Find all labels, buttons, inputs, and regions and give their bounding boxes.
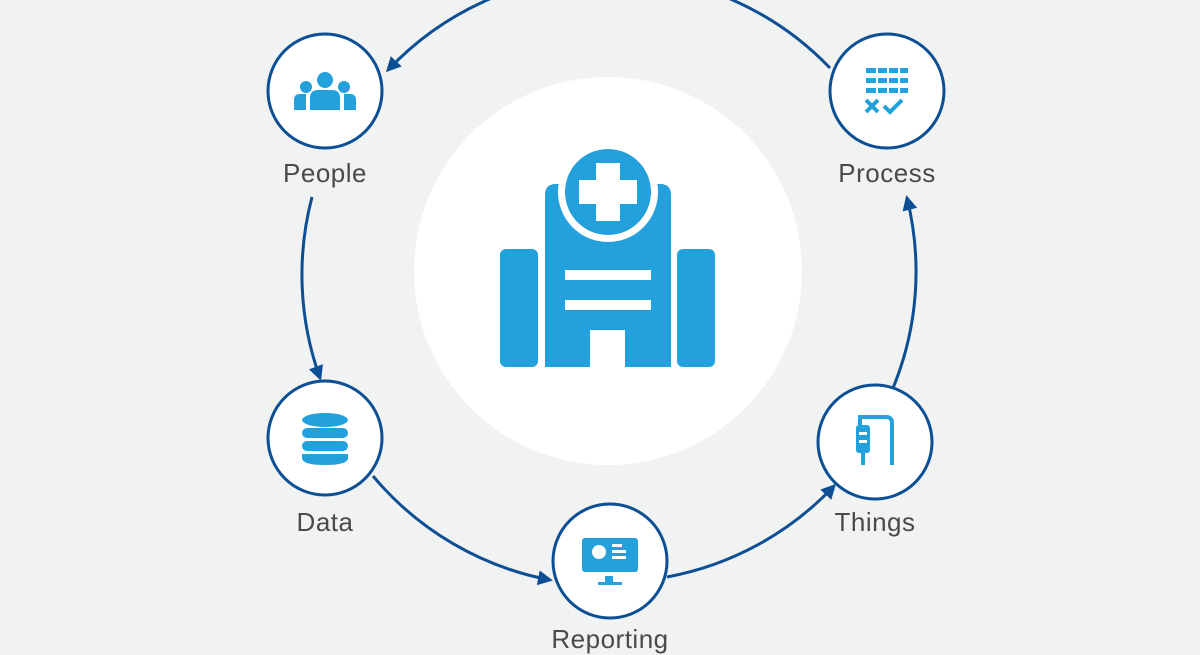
people-group-icon [294,72,356,110]
node-data[interactable] [266,379,384,497]
database-icon [302,413,348,465]
arrow-things-to-process [891,195,918,389]
iv-drip-icon [856,415,894,465]
label-reporting: Reporting [551,624,669,654]
node-reporting[interactable] [551,502,669,620]
arrow-people-to-data [300,196,323,381]
label-process: Process [838,158,936,188]
node-process[interactable] [828,32,946,150]
label-people: People [283,158,367,188]
arrow-process-to-people [385,0,832,73]
monitor-report-icon [582,538,638,585]
hospital-icon [500,142,715,367]
label-things: Things [834,507,916,537]
node-people[interactable] [266,32,384,150]
process-checklist-icon [864,68,908,115]
cycle-diagram [266,0,946,620]
arrow-reporting-to-things [666,483,837,579]
arrow-data-to-reporting [371,475,553,586]
node-things[interactable] [816,383,934,501]
label-data: Data [296,507,354,537]
